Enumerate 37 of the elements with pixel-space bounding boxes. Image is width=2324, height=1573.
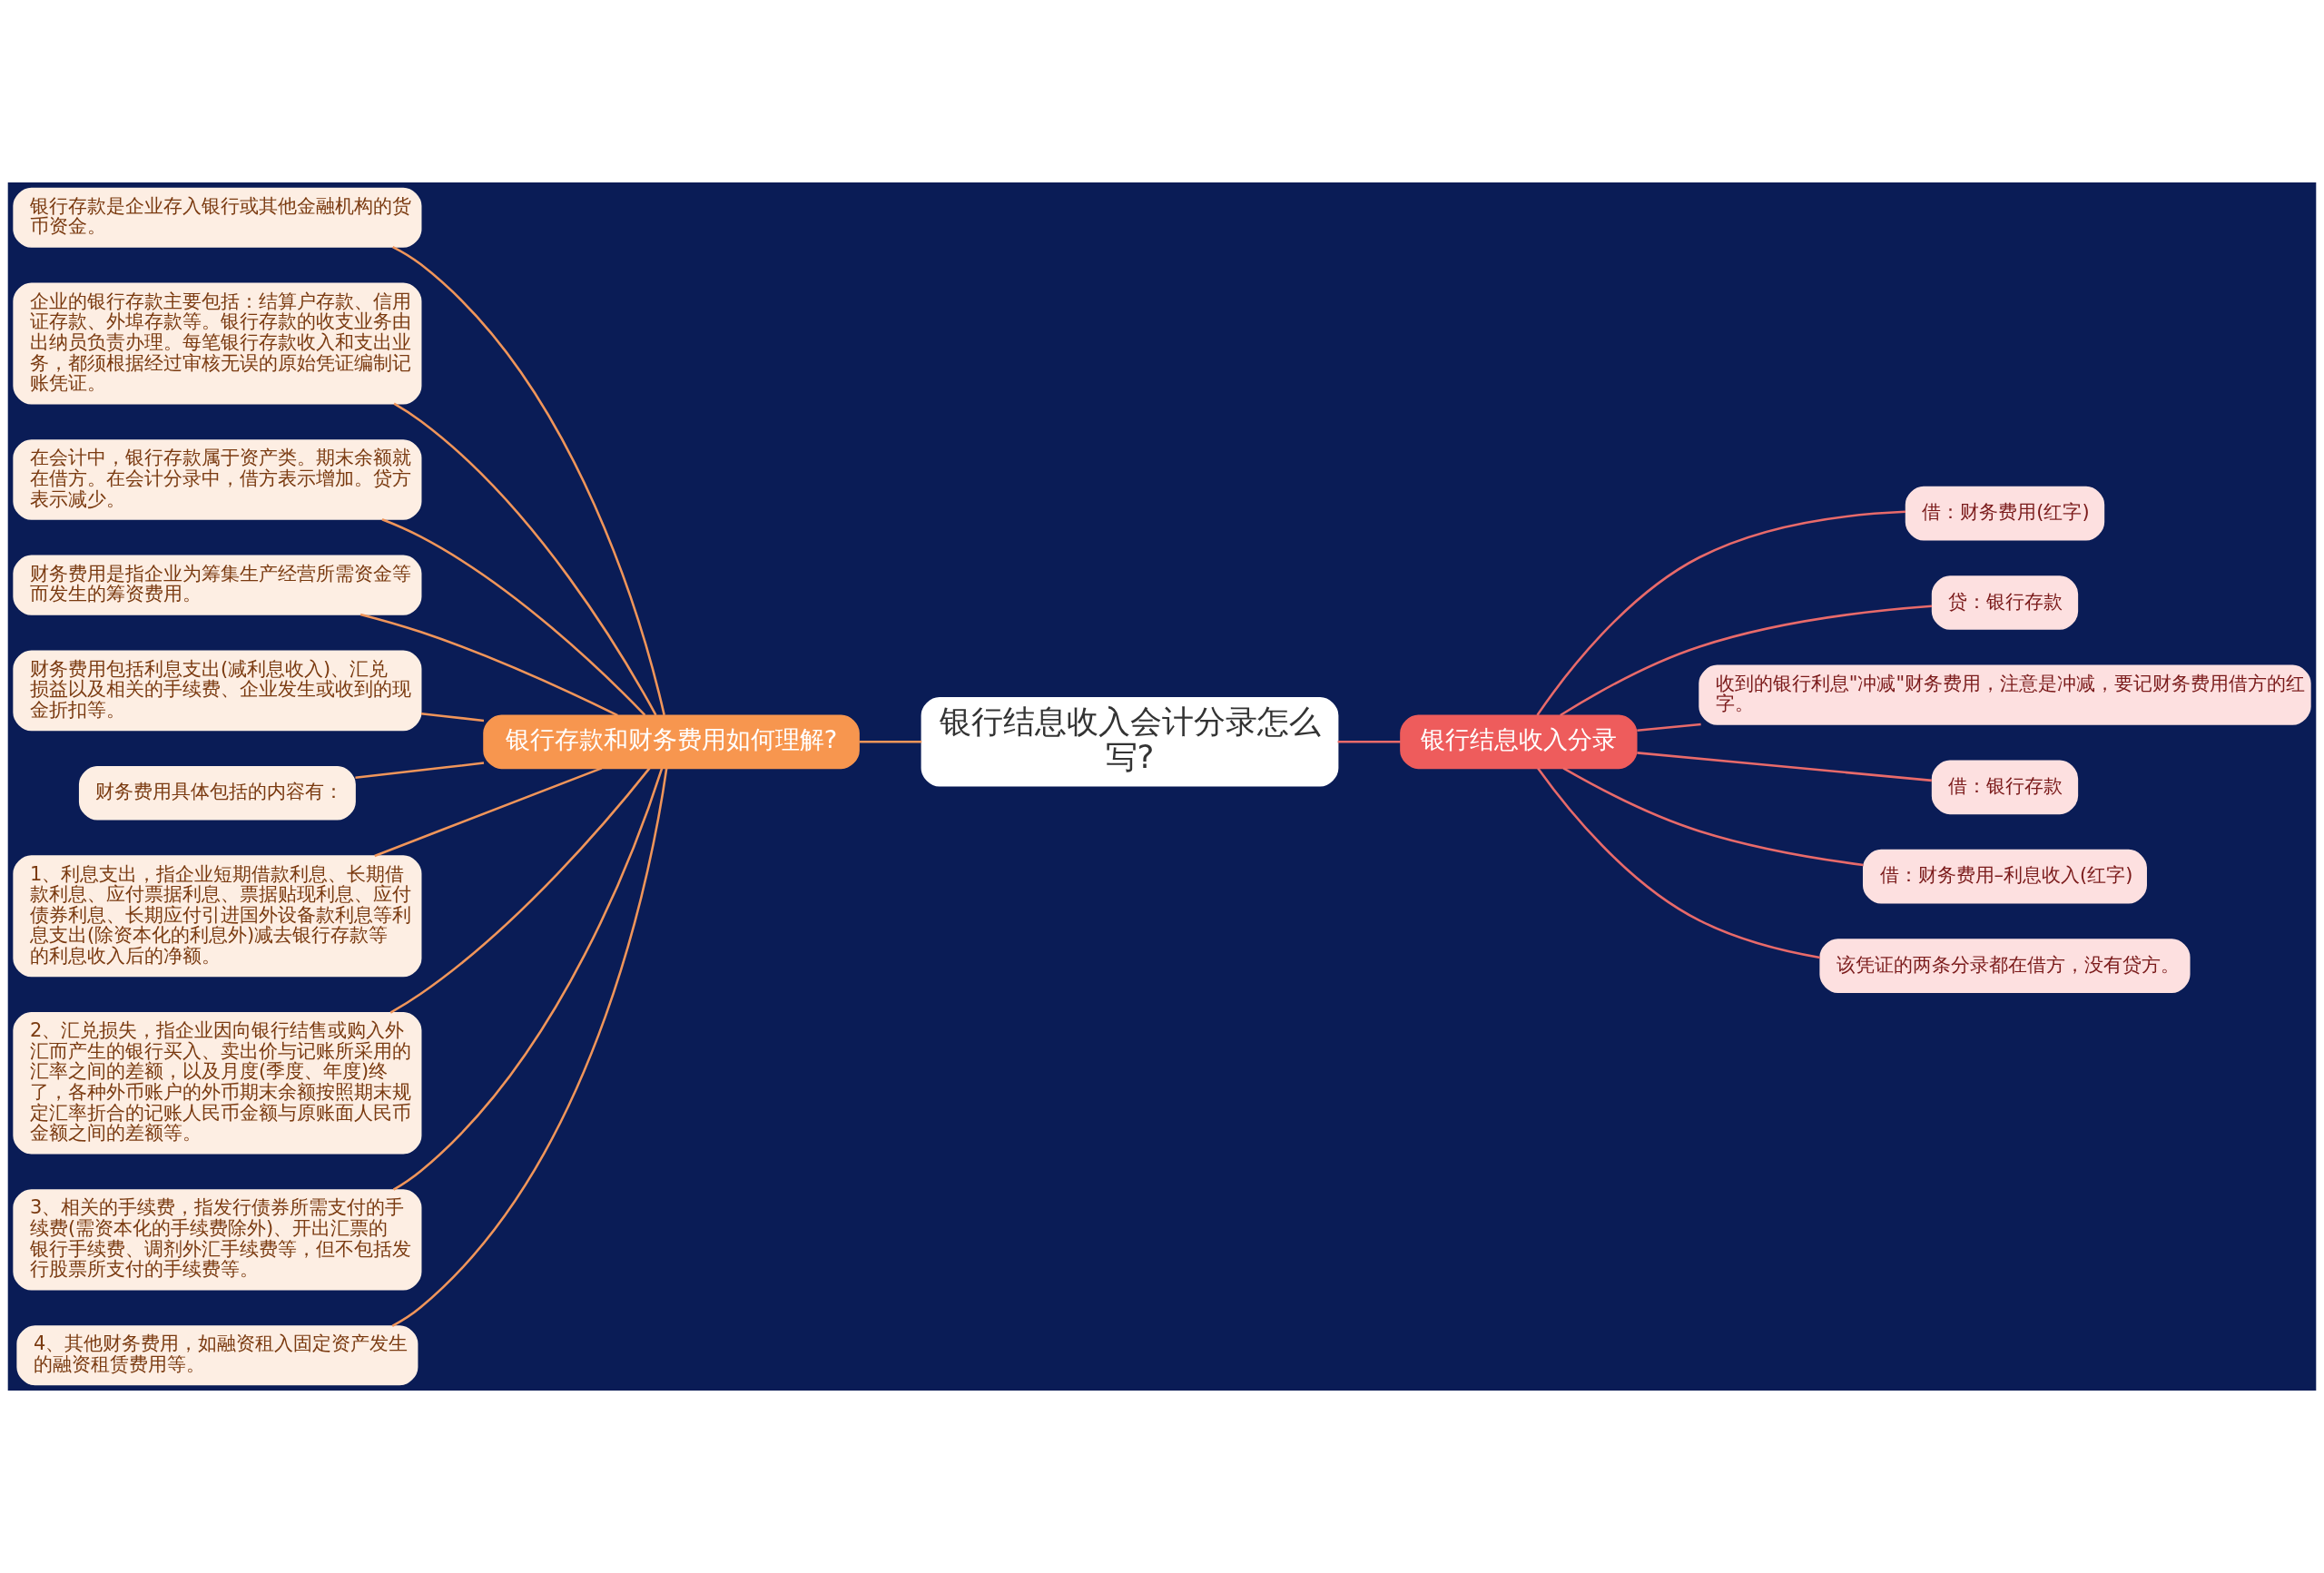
connector	[1537, 767, 1821, 959]
node-box: 财务费用包括利息支出(减利息收入)、汇兑损益以及相关的手续费、企业发生或收到的现金折扣等。	[13, 650, 422, 732]
node-box: 银行存款是企业存入银行或其他金融机构的货币资金。	[13, 187, 422, 248]
node-box: 收到的银行利息"冲减"财务费用，注意是冲减，要记财务费用借方的红字。	[1699, 664, 2311, 725]
connector	[1536, 510, 1906, 716]
connector	[389, 767, 651, 1014]
connector	[1562, 767, 1864, 867]
node-box: 2、汇兑损失，指企业因向银行结售或购入外汇而产生的银行买入、卖出价与记账所采用的汇率之间的差额，以及月度(季度、年度)终了，各种外币账户的外币期末余额按照期末规定汇率折合的记账人民币金额与原账面人民币金额之间的差额等。	[13, 1011, 422, 1155]
node-box: 借：财务费用(红字)	[1905, 486, 2105, 541]
node-box: 该凭证的两条分录都在借方，没有贷方。	[1819, 939, 2191, 993]
connector	[420, 712, 485, 723]
node-box: 贷：银行存款	[1931, 575, 2079, 630]
node-box: 在会计中，银行存款属于资产类。期末余额就在借方。在会计分录中，借方表示增加。贷方表示减少。	[13, 439, 422, 520]
connector	[359, 613, 618, 717]
node-box: 企业的银行存款主要包括：结算户存款、信用证存款、外埠存款等。银行存款的收支业务由出纳员负责办理。每笔银行存款收入和支出业务，都须根据经过审核无误的原始凭证编制记账凭证。	[13, 282, 422, 405]
node-box: 借：银行存款	[1931, 760, 2079, 815]
connector	[393, 402, 657, 716]
node-box: 银行结息收入会计分录怎么写?	[921, 697, 1339, 787]
connector	[355, 762, 485, 779]
connector	[392, 768, 664, 1191]
connector	[1337, 741, 1401, 743]
node-box: 银行结息收入分录	[1400, 714, 1638, 770]
node-box: 1、利息支出，指企业短期借款利息、长期借款利息、应付票据利息、票据贴现利息、应付债券利息、长期应付引进国外设备款利息等利息支出(除资本化的利息外)减去银行存款等的利息收入后的净额。	[13, 855, 422, 978]
connector	[374, 767, 603, 858]
connector	[1560, 605, 1933, 717]
connector	[859, 741, 922, 743]
connector	[1637, 723, 1701, 732]
connector	[1637, 752, 1932, 782]
node-box: 财务费用具体包括的内容有：	[78, 765, 356, 821]
node-box: 借：财务费用–利息收入(红字)	[1863, 849, 2147, 904]
connector	[392, 245, 665, 716]
connector	[391, 768, 668, 1327]
node-box: 银行存款和财务费用如何理解?	[483, 714, 860, 770]
node-box: 4、其他财务费用，如融资租入固定资产发生的融资租赁费用等。	[16, 1325, 419, 1386]
node-box: 3、相关的手续费，指发行债券所需支付的手续费(需资本化的手续费除外)、开出汇票的银行手续费、调剂外汇手续费等，但不包括发行股票所支付的手续费等。	[13, 1189, 422, 1291]
node-box: 财务费用是指企业为筹集生产经营所需资金等而发生的筹资费用。	[13, 555, 422, 615]
connector	[381, 518, 646, 716]
